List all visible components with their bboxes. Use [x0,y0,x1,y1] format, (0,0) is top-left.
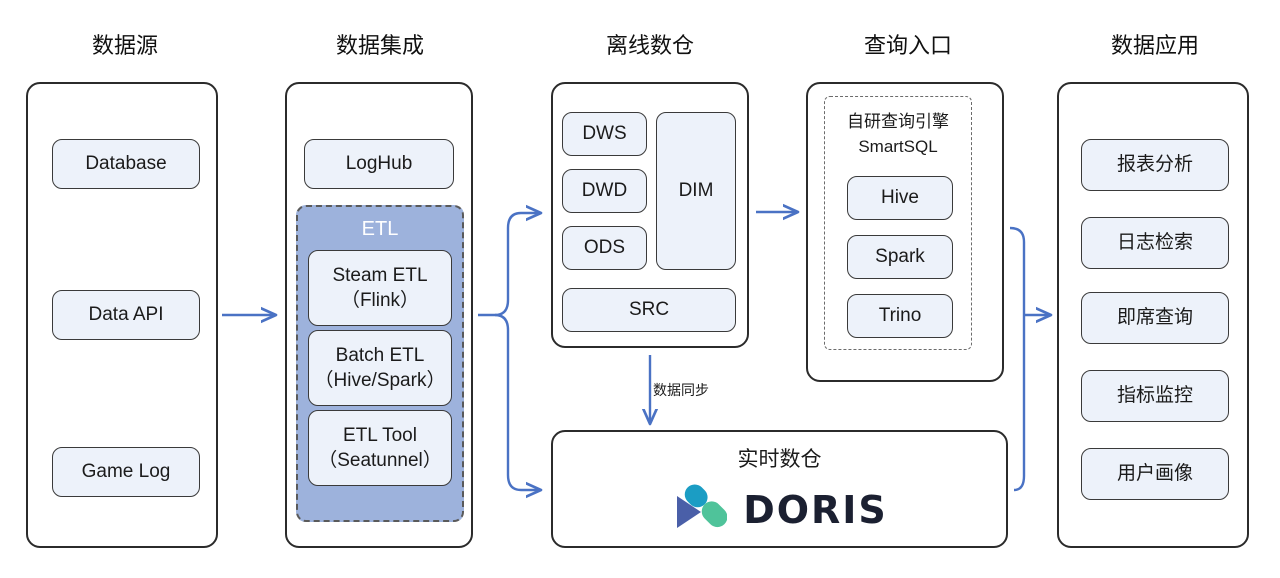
node-dws[interactable]: DWS [562,112,647,156]
edge-label-data-sync: 数据同步 [653,382,709,398]
realtime-warehouse-title: 实时数仓 [737,448,822,471]
node-log-search[interactable]: 日志检索 [1081,217,1229,269]
group-smartsql-title: 自研查询引擎 SmartSQL [825,109,971,159]
doris-logo: DORIS [551,482,1008,538]
column-title-data-integration: 数据集成 [335,33,424,58]
node-user-profile[interactable]: 用户画像 [1081,448,1229,500]
node-etl-tool-line2: （Seatunnel） [318,450,442,471]
node-batch-etl[interactable]: Batch ETL （Hive/Spark） [308,330,452,406]
column-title-offline-warehouse: 离线数仓 [605,33,694,58]
node-steam-etl-line2: （Flink） [340,290,420,311]
node-metric-monitor[interactable]: 指标监控 [1081,370,1229,422]
arrow-integration-to-realtime [494,313,541,490]
node-batch-etl-line2: （Hive/Spark） [314,370,446,391]
group-smartsql-line2: SmartSQL [858,137,938,156]
node-batch-etl-line1: Batch ETL [335,345,425,366]
doris-mark-icon [677,484,728,528]
node-etl-tool[interactable]: ETL Tool （Seatunnel） [308,410,452,486]
node-steam-etl-line1: Steam ETL [332,265,428,286]
node-adhoc-query[interactable]: 即席查询 [1081,292,1229,344]
node-dwd[interactable]: DWD [562,169,647,213]
node-hive[interactable]: Hive [847,176,953,220]
arrow-realtime-merge [1013,315,1026,492]
node-trino[interactable]: Trino [847,294,953,338]
group-etl-label: ETL [361,218,399,240]
node-game-log[interactable]: Game Log [52,447,200,497]
node-steam-etl[interactable]: Steam ETL （Flink） [308,250,452,326]
node-database[interactable]: Database [52,139,200,189]
group-smartsql-line1: 自研查询引擎 [847,112,949,131]
arrow-query-merge [1009,226,1026,315]
column-title-data-source: 数据源 [91,33,158,58]
node-spark[interactable]: Spark [847,235,953,279]
node-data-api[interactable]: Data API [52,290,200,340]
node-src[interactable]: SRC [562,288,736,332]
doris-wordmark: DORIS [743,488,888,532]
group-smartsql: 自研查询引擎 SmartSQL [824,96,972,350]
column-title-query-entry: 查询入口 [863,33,952,58]
panel-realtime-warehouse [551,430,1008,548]
node-dim[interactable]: DIM [656,112,736,270]
node-ods[interactable]: ODS [562,226,647,270]
node-etl-tool-line1: ETL Tool [343,425,417,446]
node-loghub[interactable]: LogHub [304,139,454,189]
arrow-integration-to-offline [494,213,541,317]
column-title-data-application: 数据应用 [1110,33,1199,58]
node-report-analysis[interactable]: 报表分析 [1081,139,1229,191]
